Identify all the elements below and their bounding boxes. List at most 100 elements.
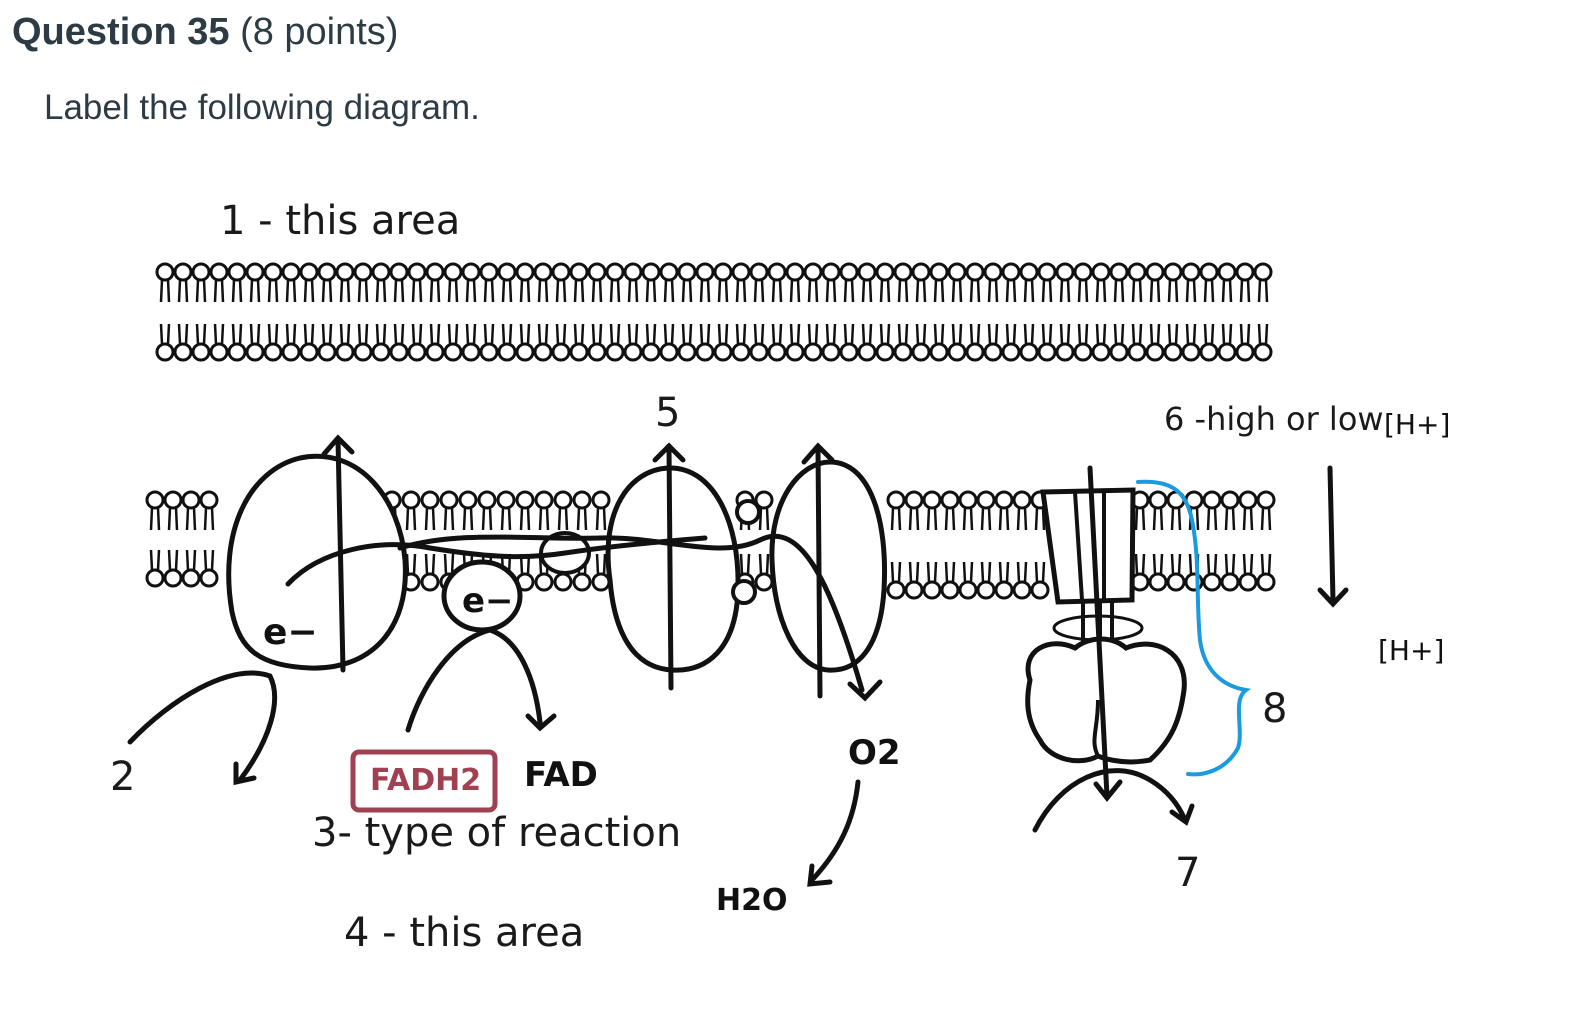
phospholipid xyxy=(477,490,497,532)
phospholipid xyxy=(299,262,319,304)
phospholipid xyxy=(371,322,391,362)
phospholipid xyxy=(857,322,877,362)
phospholipid xyxy=(420,552,440,592)
label-5: 5 xyxy=(655,390,680,436)
phospholipid xyxy=(965,322,985,362)
phospholipid xyxy=(163,548,183,588)
phospholipid xyxy=(1073,262,1093,304)
phospholipid xyxy=(886,490,906,532)
oxygen-label: O2 xyxy=(848,733,901,773)
phospholipid xyxy=(1019,322,1039,362)
phospholipid xyxy=(591,490,611,532)
phospholipid xyxy=(1256,552,1276,592)
phospholipid xyxy=(1256,490,1276,532)
phospholipid xyxy=(659,322,679,362)
phospholipid xyxy=(420,490,440,532)
phospholipid xyxy=(407,262,427,304)
phospholipid xyxy=(443,322,463,362)
electron-label-1: e− xyxy=(263,612,318,653)
phospholipid xyxy=(209,262,229,304)
phospholipid xyxy=(572,490,592,532)
phospholipid xyxy=(1166,552,1186,592)
phospholipid xyxy=(929,322,949,362)
phospholipid xyxy=(1109,262,1129,304)
phospholipid xyxy=(767,262,787,304)
phospholipid xyxy=(1217,322,1237,362)
phospholipid xyxy=(911,262,931,304)
phospholipid xyxy=(587,322,607,362)
phospholipid xyxy=(245,322,265,362)
phospholipid xyxy=(947,322,967,362)
phospholipid xyxy=(929,262,949,304)
label-8: 8 xyxy=(1262,686,1287,732)
phospholipid xyxy=(1073,322,1093,362)
phospholipid xyxy=(875,322,895,362)
phospholipid xyxy=(389,262,409,304)
phospholipid xyxy=(713,262,733,304)
phospholipid xyxy=(173,322,193,362)
phospholipid xyxy=(1202,490,1222,532)
phospholipid xyxy=(181,548,201,588)
phospholipid xyxy=(947,262,967,304)
phospholipid xyxy=(958,560,978,600)
phospholipid xyxy=(695,262,715,304)
phospholipid xyxy=(281,322,301,362)
phospholipid xyxy=(1001,262,1021,304)
phospholipid xyxy=(407,322,427,362)
phospholipid xyxy=(1220,490,1240,532)
phospholipid xyxy=(605,262,625,304)
phospholipid xyxy=(893,262,913,304)
phospholipid xyxy=(209,322,229,362)
phospholipid xyxy=(263,262,283,304)
label-1: 1 - this area xyxy=(220,198,460,244)
phospholipid xyxy=(1037,322,1057,362)
phospholipid xyxy=(1217,262,1237,304)
phospholipid xyxy=(479,262,499,304)
phospholipid xyxy=(155,262,175,304)
phospholipid xyxy=(497,322,517,362)
phospholipid xyxy=(641,262,661,304)
phospholipid xyxy=(839,262,859,304)
phospholipid xyxy=(317,322,337,362)
phospholipid xyxy=(533,322,553,362)
cytochrome-c xyxy=(731,499,761,605)
phospholipid xyxy=(533,262,553,304)
phospholipid xyxy=(677,322,697,362)
phospholipid xyxy=(551,262,571,304)
phospholipid xyxy=(515,322,535,362)
phospholipid xyxy=(695,322,715,362)
phospholipid xyxy=(458,490,478,532)
fadh2-label: FADH2 xyxy=(370,763,481,798)
phospholipid xyxy=(731,262,751,304)
phospholipid xyxy=(199,490,219,532)
phospholipid xyxy=(857,262,877,304)
phospholipid xyxy=(965,262,985,304)
phospholipid xyxy=(1145,262,1165,304)
h-ion-bottom: [H+] xyxy=(1378,634,1444,667)
label-7: 7 xyxy=(1175,850,1200,896)
phospholipid xyxy=(299,322,319,362)
phospholipid xyxy=(1109,322,1129,362)
phospholipid xyxy=(245,262,265,304)
phospholipid xyxy=(443,262,463,304)
phospholipid xyxy=(1235,262,1255,304)
phospholipid xyxy=(911,322,931,362)
phospholipid xyxy=(191,262,211,304)
phospholipid xyxy=(641,322,661,362)
phospholipid xyxy=(461,262,481,304)
phospholipid xyxy=(353,262,373,304)
phospholipid xyxy=(922,490,942,532)
phospholipid xyxy=(1235,322,1255,362)
phospholipid xyxy=(976,490,996,532)
phospholipid xyxy=(886,560,906,600)
phospholipid xyxy=(821,322,841,362)
phospholipid xyxy=(227,262,247,304)
phospholipid xyxy=(976,560,996,600)
atp-synthase xyxy=(1025,487,1187,765)
phospholipid xyxy=(904,560,924,600)
phospholipid xyxy=(173,262,193,304)
phospholipid xyxy=(1199,322,1219,362)
phospholipid xyxy=(587,262,607,304)
phospholipid xyxy=(1091,262,1111,304)
